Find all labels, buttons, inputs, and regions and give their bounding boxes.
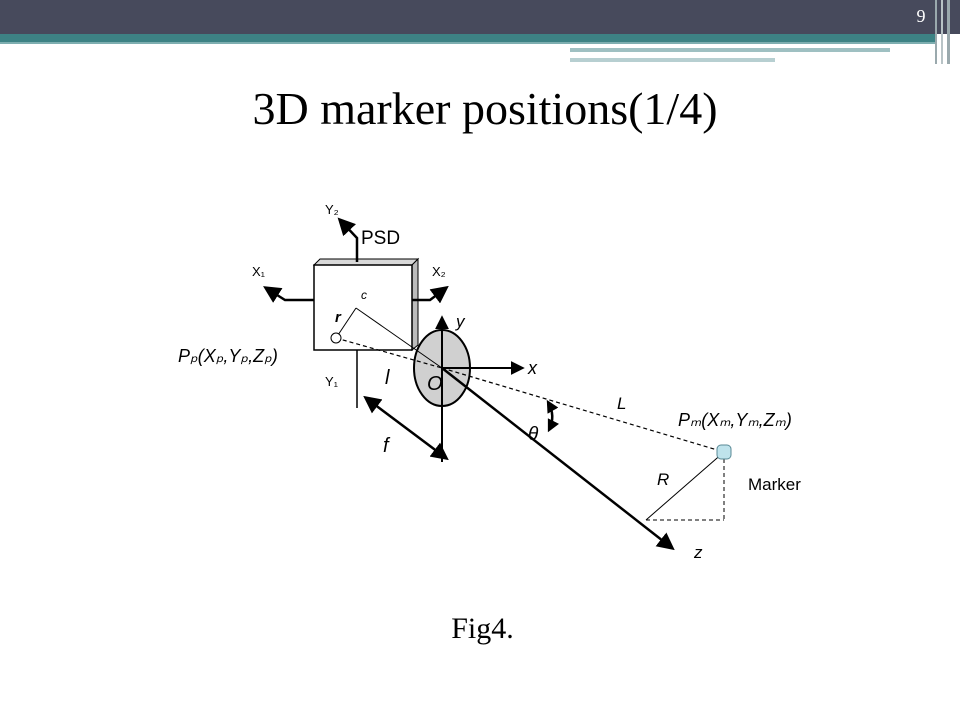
l-label: l xyxy=(385,367,390,389)
c-label: c xyxy=(361,288,367,302)
f-dimension-arrow xyxy=(363,395,449,461)
pm-label: Pₘ(Xₘ,Yₘ,Zₘ) xyxy=(678,410,792,430)
header-accent-bar xyxy=(0,34,935,42)
f-label: f xyxy=(383,435,391,457)
l-distance-label: L xyxy=(617,394,626,413)
ray-o-to-marker xyxy=(441,367,725,453)
marker-label: Marker xyxy=(748,475,801,494)
header-light-bar-short xyxy=(570,58,775,62)
slide-number: 9 xyxy=(916,6,926,26)
psd-label: PSD xyxy=(361,228,400,249)
radius-line xyxy=(645,451,725,521)
header-vertical-line xyxy=(947,0,950,64)
psd-sensor xyxy=(312,257,420,352)
o-label: O xyxy=(427,373,443,395)
ray-pp-to-o xyxy=(335,337,443,369)
marker-point xyxy=(716,444,732,460)
theta-angle-arrow xyxy=(546,399,560,433)
slide-title: 3D marker positions(1/4) xyxy=(252,83,718,134)
header-vertical-line xyxy=(935,0,937,64)
header-vertical-line xyxy=(941,0,943,64)
header-accent-line xyxy=(0,42,935,44)
pp-label: Pₚ(Xₚ,Yₚ,Zₚ) xyxy=(178,346,278,366)
ray-c-to-o xyxy=(355,307,443,369)
x-label: x xyxy=(527,358,538,378)
header-light-bar xyxy=(570,48,890,52)
x1-axis-arrow xyxy=(263,286,314,303)
top-bar xyxy=(0,0,960,34)
y2-axis-arrow xyxy=(337,217,359,262)
r-label: r xyxy=(335,309,342,326)
y2-label: Y₂ xyxy=(325,202,339,217)
figure-caption: Fig4. xyxy=(451,612,514,645)
z-label: z xyxy=(693,543,703,562)
r-radius-label: R xyxy=(657,470,669,489)
ray-r xyxy=(335,307,357,339)
y1-label: Y₁ xyxy=(325,374,339,389)
image-point xyxy=(330,332,342,344)
z-axis-arrow xyxy=(441,367,675,551)
theta-label: θ xyxy=(528,424,539,445)
x2-label: X₂ xyxy=(432,264,446,279)
x1-label: X₁ xyxy=(252,264,266,279)
y-label: y xyxy=(455,312,466,331)
x2-axis-arrow xyxy=(412,285,449,304)
